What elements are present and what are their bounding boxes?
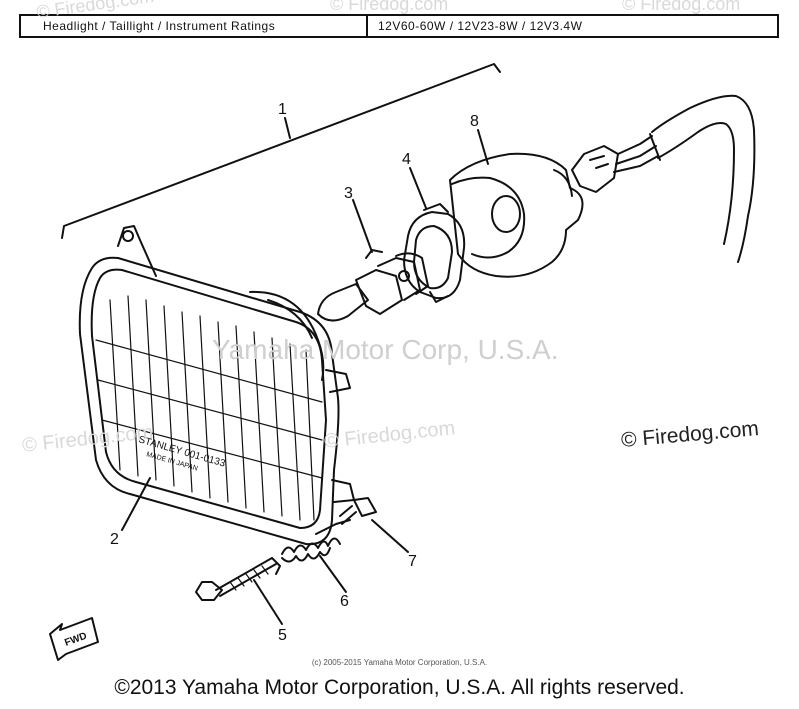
fwd-arrow-icon: [49, 617, 99, 661]
leader-6: [319, 555, 347, 593]
callout-4: 4: [402, 151, 411, 168]
footer-copyright: ©2013 Yamaha Motor Corporation, U.S.A. A…: [114, 676, 685, 699]
leader-1: [284, 117, 291, 139]
leader-7: [371, 519, 409, 553]
wire-harness: [571, 94, 756, 263]
callout-6: 6: [340, 593, 349, 610]
footer-small-copyright: (c) 2005-2015 Yamaha Motor Corporation, …: [311, 658, 488, 667]
callout-1: 1: [278, 101, 287, 118]
leader-3: [352, 199, 373, 253]
assembly-bracket-line: [61, 63, 501, 239]
ratings-label: Headlight / Taillight / Instrument Ratin…: [21, 16, 368, 36]
headlight-unit: [78, 225, 355, 546]
leader-5: [253, 579, 283, 625]
rubber-cover: [449, 152, 584, 278]
leader-4: [409, 167, 427, 209]
adjust-bolt: [195, 557, 281, 601]
watermark-top-right: © Firedog.com: [622, 0, 741, 14]
callout-5: 5: [278, 627, 287, 644]
ratings-box: Headlight / Taillight / Instrument Ratin…: [19, 14, 779, 38]
leader-8: [477, 129, 489, 165]
watermark-center: Yamaha Motor Corp, U.S.A.: [212, 334, 559, 365]
ratings-value: 12V60-60W / 12V23-8W / 12V3.4W: [378, 19, 583, 33]
callout-7: 7: [408, 553, 417, 570]
watermark-top-center: © Firedog.com: [330, 0, 449, 14]
callout-3: 3: [344, 185, 353, 202]
callout-2: 2: [110, 531, 119, 548]
screw-nut: [339, 497, 377, 525]
retaining-ring: [403, 203, 466, 303]
callout-8: 8: [470, 113, 479, 130]
leader-2: [121, 477, 151, 531]
